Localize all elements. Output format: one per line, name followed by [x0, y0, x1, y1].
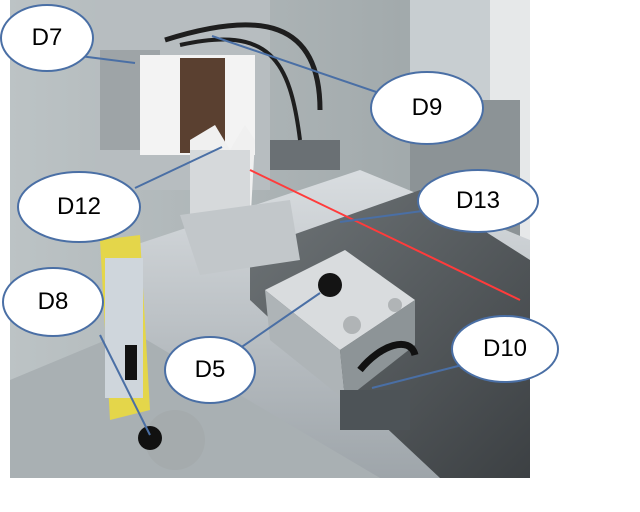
- callout-d13: D13: [455, 187, 501, 214]
- leader-d13: [339, 209, 431, 223]
- bubble-d7: [0, 4, 94, 72]
- callout-d9: D9: [411, 94, 443, 121]
- callout-bubbles: [0, 4, 559, 404]
- leader-lines: [71, 35, 463, 436]
- bubble-d10: [451, 315, 559, 383]
- leader-d12: [134, 146, 223, 189]
- leader-d5: [229, 292, 321, 356]
- callout-d5: D5: [194, 356, 226, 383]
- bubble-d13: [417, 169, 539, 233]
- bubble-d8: [2, 267, 104, 337]
- callout-d8: D8: [37, 288, 69, 315]
- leader-d8: [99, 334, 151, 436]
- bubble-d5: [164, 336, 256, 404]
- callout-d12: D12: [56, 193, 102, 220]
- leader-d9: [211, 35, 386, 96]
- callout-d10: D10: [482, 335, 528, 362]
- bubble-d9: [370, 71, 484, 145]
- leader-d10: [371, 364, 463, 389]
- callout-d7: D7: [31, 24, 63, 51]
- bubble-d12: [17, 171, 141, 243]
